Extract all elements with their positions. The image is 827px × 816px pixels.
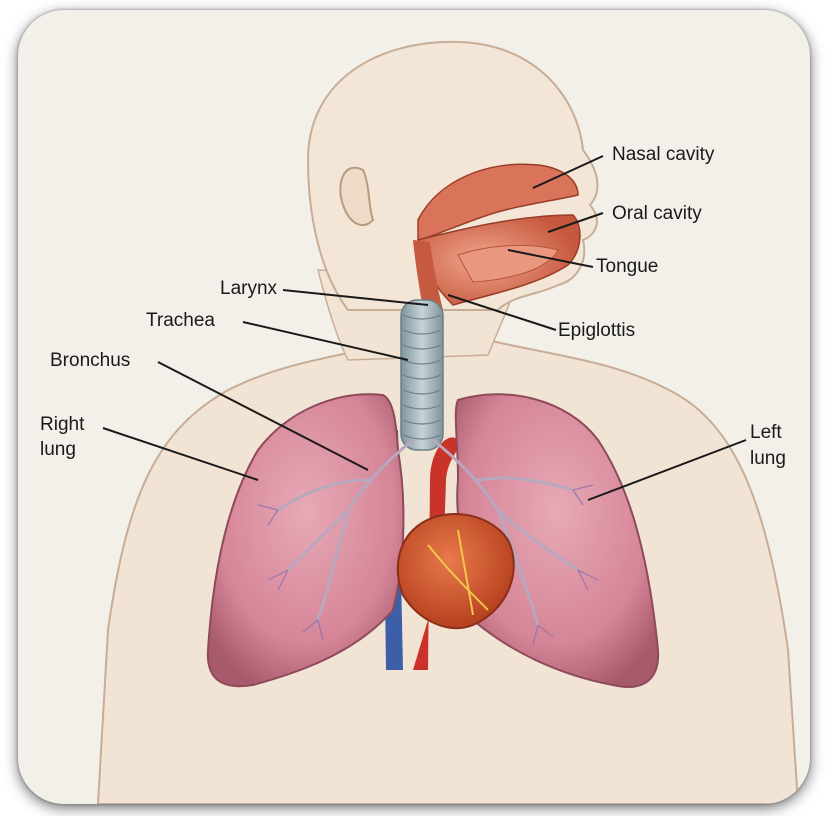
- label-oral-cavity: Oral cavity: [612, 203, 702, 225]
- label-right-lung-line2: lung: [40, 439, 76, 461]
- label-tongue: Tongue: [596, 256, 658, 278]
- label-right-lung-line1: Right: [40, 414, 84, 436]
- label-left-lung-line2: lung: [750, 448, 786, 470]
- label-nasal-cavity: Nasal cavity: [612, 144, 714, 166]
- label-trachea: Trachea: [146, 310, 215, 332]
- label-left-lung-line1: Left: [750, 422, 782, 444]
- respiratory-illustration: [18, 10, 810, 804]
- label-bronchus: Bronchus: [50, 350, 130, 372]
- label-epiglottis: Epiglottis: [558, 320, 635, 342]
- diagram-frame: Nasal cavity Oral cavity Tongue Larynx E…: [18, 10, 810, 804]
- trachea-shape: [401, 300, 443, 450]
- label-larynx: Larynx: [220, 278, 277, 300]
